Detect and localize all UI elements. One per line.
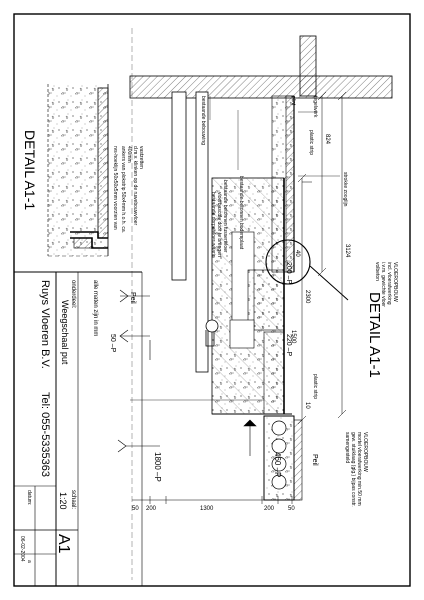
onderdeel-label: onderdeel: [70, 280, 76, 309]
datum-label: datum: [26, 490, 32, 506]
sheet-border [13, 13, 411, 587]
label-strokke-zooglijn: strokke zooglijn [342, 172, 348, 207]
label-peil-1: Peil [129, 292, 136, 304]
blad-label: a [26, 560, 32, 563]
label-vloeropbouw-1b: incl. vloerafwerking [386, 262, 392, 305]
company-name: Ruys Vloeren B.V. [39, 280, 51, 369]
dim-bottom-50b: 50 [288, 506, 295, 512]
label-vloeropbouw-2b: mortel vloerafwerking min.50 mm [356, 432, 362, 506]
schaal-value: 1:20 [58, 492, 68, 510]
existing-building [129, 28, 393, 580]
label-vloeropbouw-1c: i.v.m. gewichte vloer [380, 262, 386, 307]
alle-maten-note: alle maten zijn in mm [92, 280, 98, 337]
dim-10: 10 [304, 402, 310, 409]
label-vloeropbouw-1: VLOEROPBOUW [392, 262, 398, 302]
label-plastic-strip-bottom: plastic strip [312, 374, 318, 400]
blad-value: A1 [55, 534, 72, 554]
detail-marker [265, 239, 349, 301]
dim-1800p: 1800 –P [153, 452, 162, 482]
hollow-core-slab [263, 415, 303, 501]
label-plastic-strip-top: plastic strip [308, 130, 314, 156]
label-bestaande-bebouwing: bestaande bebouwing [200, 96, 206, 145]
label-tegelwerk: tegelwerk [312, 96, 318, 118]
label-bodemplaat: bestaande betonnen bodemplaat [238, 176, 244, 250]
dim-220p: 220 –P [285, 334, 292, 357]
level-markers [117, 289, 257, 456]
label-vloeropbouw-1d: volbeton [374, 262, 380, 281]
dim-824: 824 [324, 134, 330, 145]
title-block [14, 271, 143, 586]
dim-bottom-50: 50 [132, 506, 139, 512]
label-vloeropbouw-2c: gew. stuiklaag (glg.) bijpas constr. [350, 432, 356, 507]
dim-2300: 2300 [304, 290, 310, 304]
dim-bottom-1300: 1300 [200, 506, 214, 512]
schaal-label: schaal: [70, 490, 76, 510]
dim-3124: 3124 [344, 244, 350, 258]
label-plint: plint [290, 96, 296, 106]
label-peil-2: Peil [311, 454, 318, 466]
note-line-5: vastzetten [138, 146, 144, 169]
note-line-1: rvs-hoeklijn 50x50x5mm voorzien van [112, 146, 118, 230]
company-phone: Tel: 055-5335363 [39, 392, 51, 478]
label-vloeropbouw-2d: samengesteld [344, 432, 350, 464]
onderdeel-value: Weegschaal put [60, 300, 70, 365]
datum-value: 06-02-2004 [19, 536, 25, 562]
detail-inset [47, 84, 109, 257]
foundation [130, 319, 264, 401]
dim-40: 40 [294, 250, 300, 257]
leader-lines [209, 96, 340, 177]
concrete-slab [211, 177, 292, 415]
dim-50p: 50 –P [109, 334, 116, 353]
dim-200p: 200 –P [285, 262, 292, 285]
dim-460p: 460 –P [273, 452, 282, 478]
dim-bottom-200a: 200 [146, 506, 157, 512]
label-tussenvloer: bestaande betonnen tussenvloer [222, 180, 228, 253]
detail-title-inset: DETAIL A1-1 [22, 130, 38, 211]
dim-bottom-200b: 200 [264, 506, 275, 512]
label-vloeropbouw-2: VLOEROPBOUW [362, 432, 368, 472]
dimension-lines [132, 91, 347, 504]
